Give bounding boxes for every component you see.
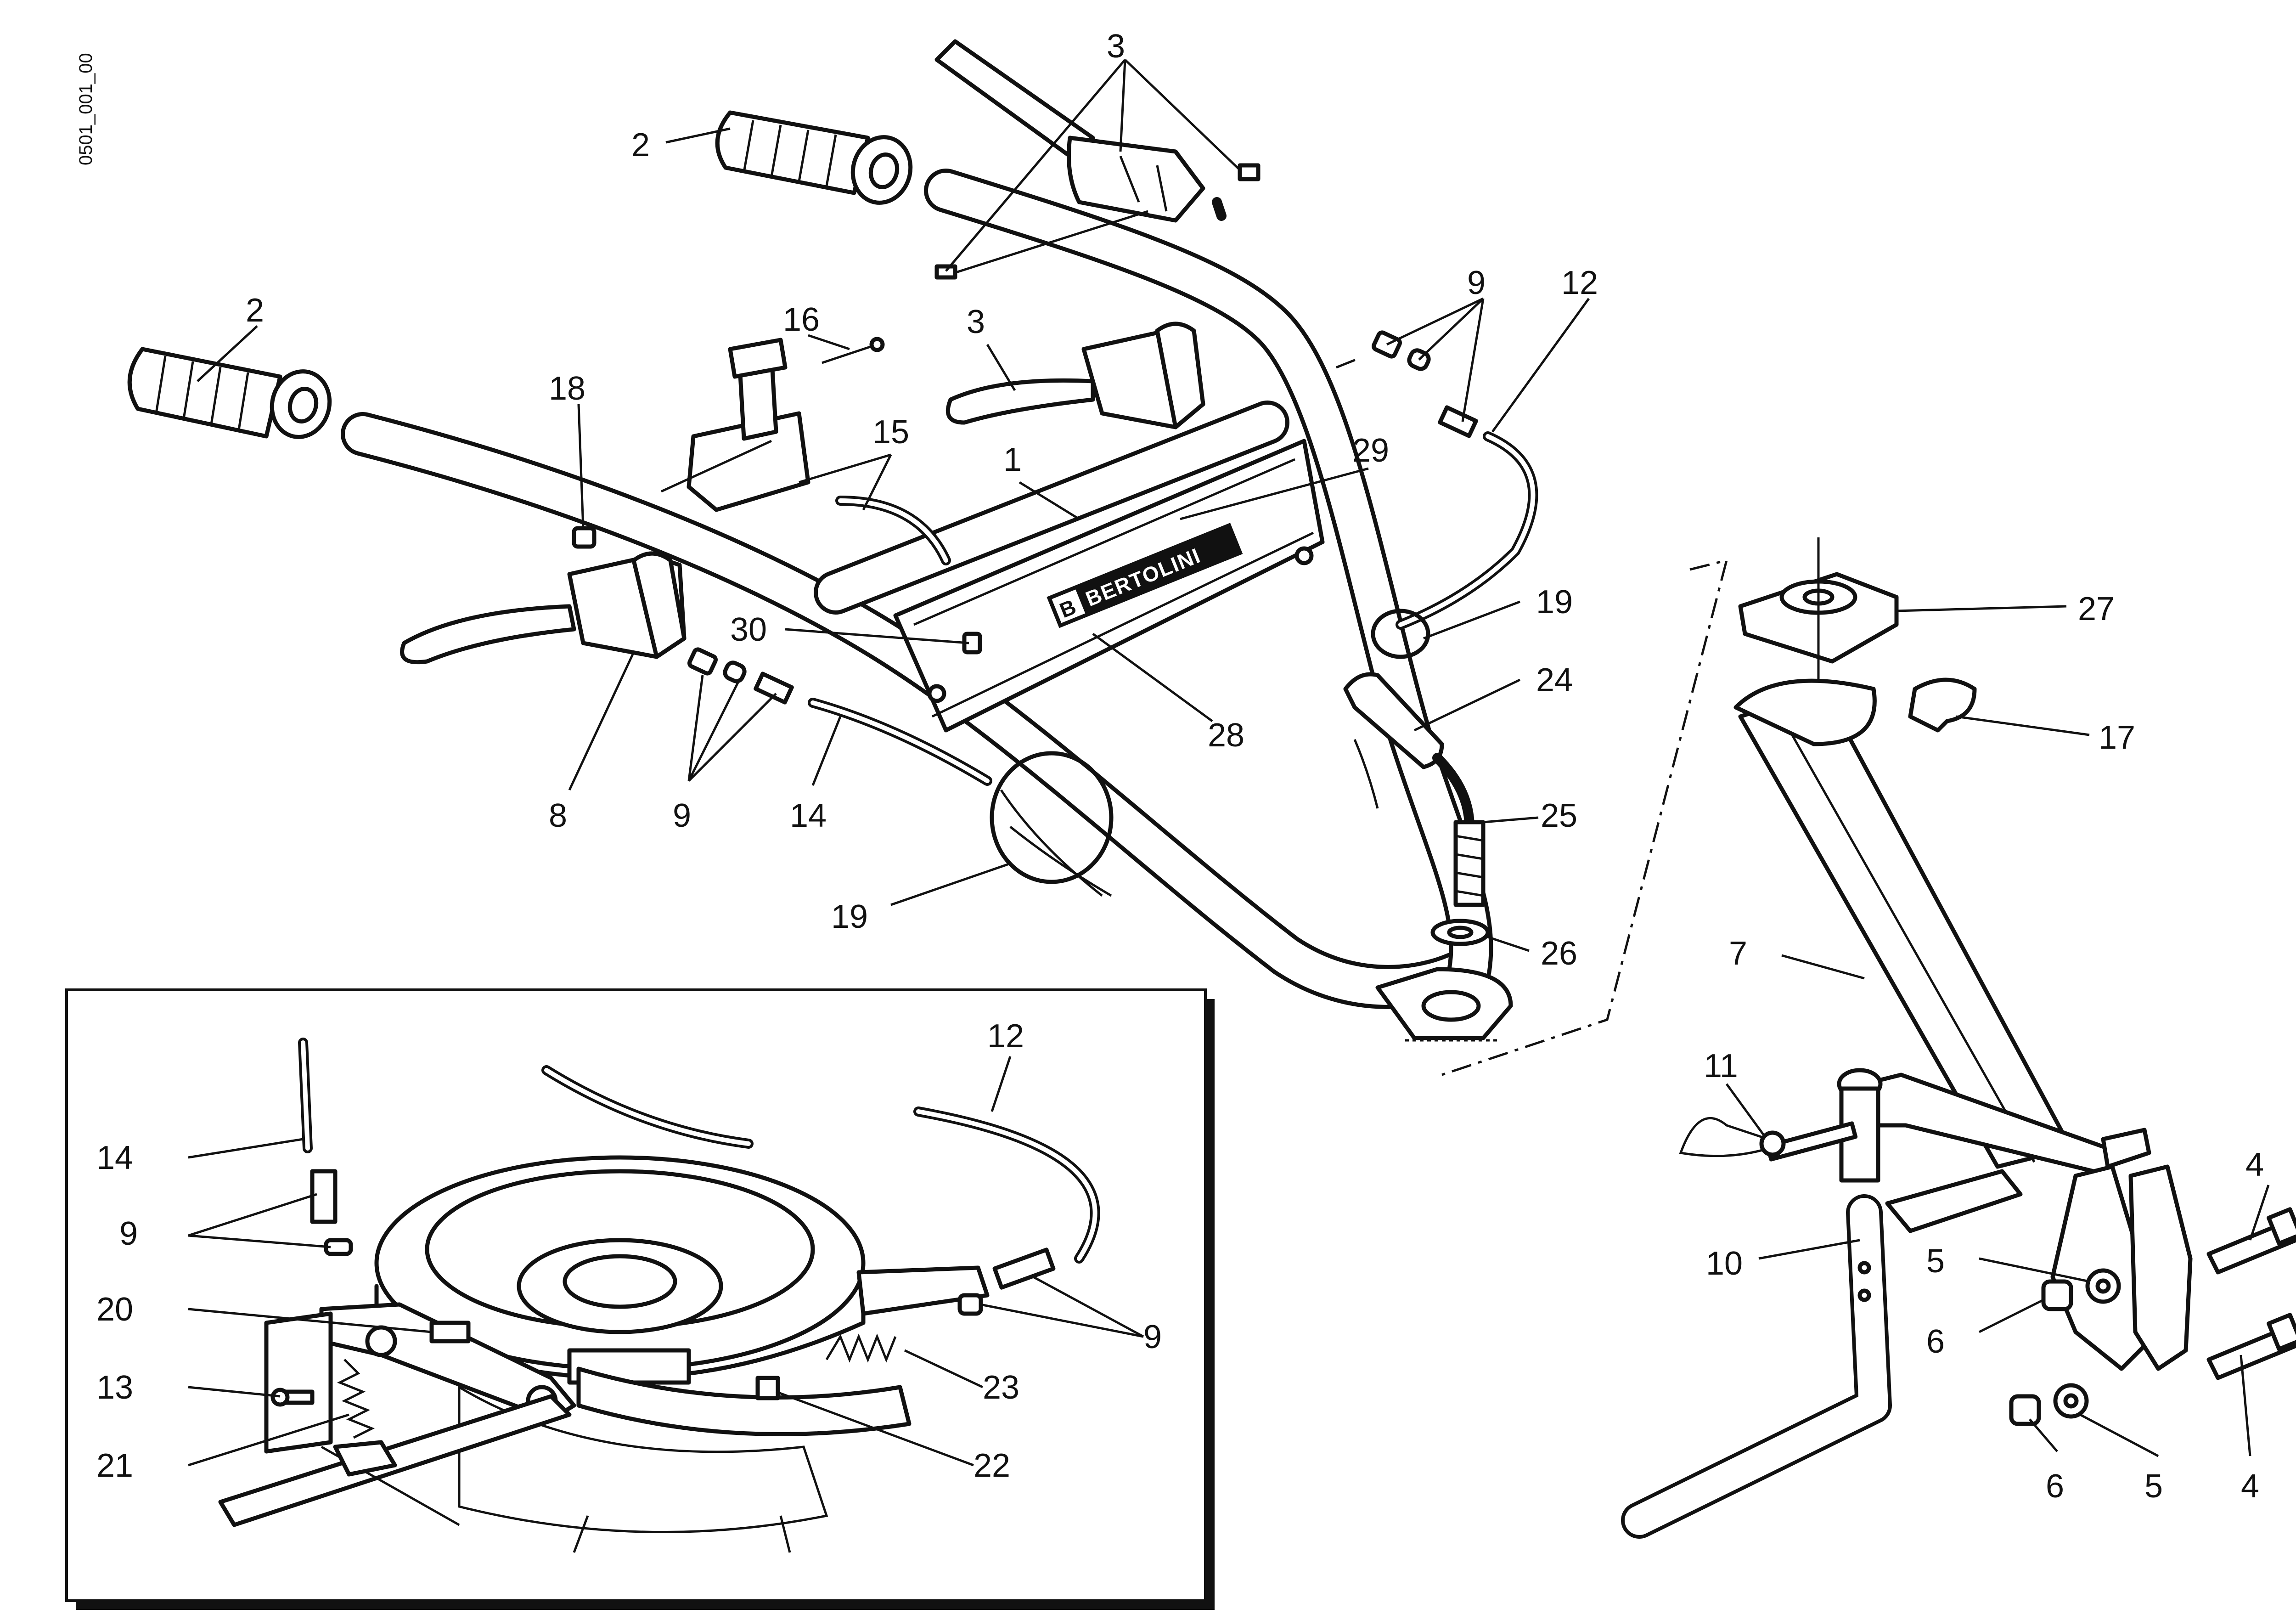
inset-callout-22: 22 bbox=[974, 1447, 1010, 1484]
inset-callout-9-left: 9 bbox=[119, 1215, 138, 1252]
inset-callout-21: 21 bbox=[96, 1447, 133, 1484]
handlebar-cover-panel: B BERTOLINI bbox=[893, 439, 1325, 733]
callout-3-mid: 3 bbox=[967, 304, 985, 340]
adjuster-9-inset-left bbox=[310, 1169, 338, 1224]
clip-17 bbox=[1908, 677, 1977, 733]
callout-30: 30 bbox=[730, 611, 767, 648]
callout-3-top: 3 bbox=[1107, 28, 1125, 65]
callout-6-bottom: 6 bbox=[2046, 1468, 2064, 1505]
callout-29: 29 bbox=[1352, 432, 1389, 469]
handlebar-frame bbox=[341, 169, 1493, 1009]
cable-tie-right bbox=[1371, 609, 1430, 659]
callout-2-top: 2 bbox=[631, 127, 650, 164]
lock-pin bbox=[1679, 1117, 1858, 1162]
callout-5-bottom: 5 bbox=[2144, 1468, 2163, 1505]
callout-2-left: 2 bbox=[246, 292, 264, 329]
handlebar-base-bracket bbox=[1375, 967, 1513, 1042]
bolts-4 bbox=[2206, 1207, 2296, 1380]
screw-top-left bbox=[934, 264, 957, 280]
inset-panel: 14 9 9 20 13 21 23 22 12 bbox=[65, 988, 1215, 1610]
drawing-code: 0501_001_00 bbox=[76, 53, 96, 165]
callout-24: 24 bbox=[1536, 662, 1573, 699]
leader-lines bbox=[197, 59, 2270, 1457]
handgrip-top bbox=[715, 110, 913, 205]
callout-10: 10 bbox=[1706, 1245, 1743, 1282]
callout-26: 26 bbox=[1541, 935, 1577, 972]
callout-28: 28 bbox=[1208, 717, 1244, 754]
fasteners-9-top bbox=[1372, 330, 1478, 438]
inset-callout-12: 12 bbox=[987, 1018, 1024, 1055]
callout-1: 1 bbox=[1003, 441, 1022, 478]
inset-callout-9-right: 9 bbox=[1143, 1319, 1162, 1355]
handgrip-left bbox=[127, 347, 332, 439]
callout-17: 17 bbox=[2099, 719, 2135, 756]
lever-top bbox=[934, 39, 1205, 223]
callout-numbers: 2 3 2 16 18 3 15 1 29 9 12 30 28 19 24 8… bbox=[246, 28, 2264, 1505]
inset-callout-23: 23 bbox=[983, 1369, 1019, 1406]
spring-21 bbox=[337, 1359, 375, 1439]
adjuster-9-inset-right bbox=[992, 1247, 1056, 1290]
assembly-boundary bbox=[1336, 357, 1728, 1076]
callout-5-top: 5 bbox=[1926, 1243, 1945, 1280]
throttle-switch bbox=[660, 337, 885, 512]
callout-27: 27 bbox=[2078, 591, 2115, 627]
callout-9-top: 9 bbox=[1467, 265, 1486, 301]
column-base-bracket bbox=[1837, 1068, 2193, 1371]
screw-20 bbox=[429, 1321, 471, 1343]
inset-callout-13: 13 bbox=[96, 1369, 133, 1406]
nut-6-bottom bbox=[2009, 1394, 2041, 1426]
callout-6-top: 6 bbox=[1926, 1323, 1945, 1360]
nut-18 bbox=[572, 526, 597, 549]
inset-callout-14: 14 bbox=[96, 1140, 133, 1176]
callout-25: 25 bbox=[1541, 797, 1577, 834]
callout-15: 15 bbox=[872, 414, 909, 451]
callout-7: 7 bbox=[1729, 935, 1747, 972]
screw-22 bbox=[755, 1376, 780, 1400]
spring-23 bbox=[825, 1333, 897, 1363]
nut-6-top bbox=[2041, 1279, 2073, 1311]
callout-4-bottom: 4 bbox=[2241, 1468, 2259, 1505]
callout-16: 16 bbox=[783, 301, 820, 338]
callout-11: 11 bbox=[1704, 1048, 1738, 1084]
callout-9-left: 9 bbox=[673, 797, 691, 834]
callout-19-bottom: 19 bbox=[831, 898, 868, 935]
lever-mid bbox=[945, 322, 1205, 429]
lever-left bbox=[400, 551, 687, 665]
callout-12-top: 12 bbox=[1561, 265, 1598, 301]
cable-tie-bottom bbox=[990, 751, 1114, 884]
fasteners-9-left bbox=[687, 647, 794, 705]
callout-14-main: 14 bbox=[790, 797, 827, 834]
screw-top-right bbox=[1238, 163, 1261, 181]
callout-19-right: 19 bbox=[1536, 584, 1573, 621]
inset-callout-20: 20 bbox=[96, 1291, 133, 1328]
callout-4-top: 4 bbox=[2245, 1146, 2264, 1183]
callout-18: 18 bbox=[549, 370, 585, 407]
callout-8: 8 bbox=[549, 797, 567, 834]
